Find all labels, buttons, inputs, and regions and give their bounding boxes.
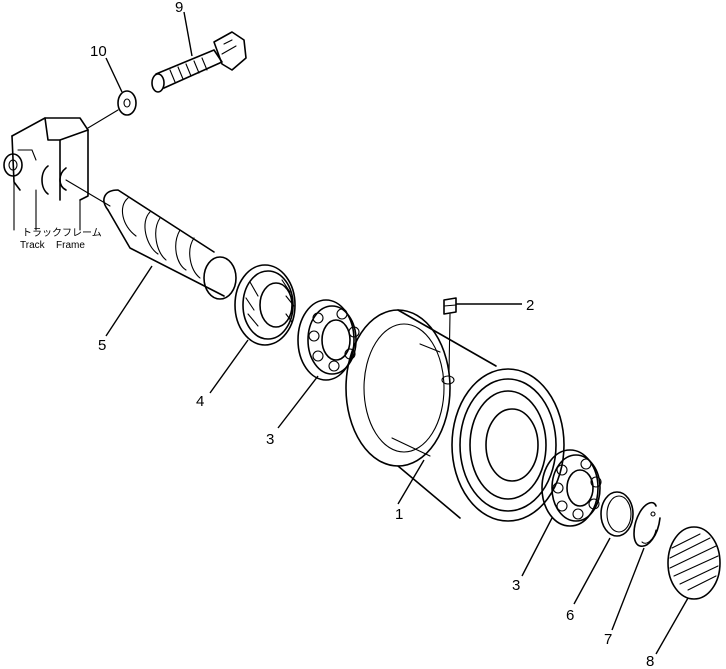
- bearing-part-3-right: [541, 449, 602, 527]
- callout-2: 2: [526, 297, 534, 314]
- callout-1: 1: [395, 506, 403, 523]
- callout-3-right: 3: [512, 577, 520, 594]
- ring-part-6: [600, 491, 634, 537]
- frame-label-japanese: トラックフレーム: [22, 227, 102, 239]
- callout-6: 6: [566, 607, 574, 624]
- shaft-part-5: [103, 189, 237, 300]
- track-frame-bracket: [3, 117, 89, 231]
- callout-10: 10: [90, 43, 107, 60]
- callout-7: 7: [604, 631, 612, 648]
- callout-8: 8: [646, 653, 654, 669]
- callout-4: 4: [196, 393, 204, 410]
- shaft-axis-line: [65, 179, 111, 207]
- plug-part-2: [443, 297, 457, 375]
- callout-labels: 1 2 3 3 4 5 6 7 8 9 10: [90, 0, 654, 669]
- callout-9: 9: [175, 0, 183, 16]
- leader-lines: [105, 11, 689, 655]
- cover-part-8: [667, 526, 721, 600]
- snap-ring-part-7: [633, 501, 661, 547]
- roller-part-1: [345, 309, 565, 522]
- bearing-part-3-left: [297, 299, 360, 381]
- bolt-axis-line: [87, 109, 119, 129]
- seal-part-4: [234, 264, 296, 346]
- callout-3-left: 3: [266, 431, 274, 448]
- washer-part-10: [117, 90, 137, 116]
- track-frame-label: トラックフレーム Track Frame: [20, 227, 102, 251]
- bolt-part-9: [151, 31, 247, 93]
- frame-label-track: Track: [20, 240, 46, 251]
- callout-5: 5: [98, 337, 106, 354]
- frame-label-frame: Frame: [56, 240, 85, 251]
